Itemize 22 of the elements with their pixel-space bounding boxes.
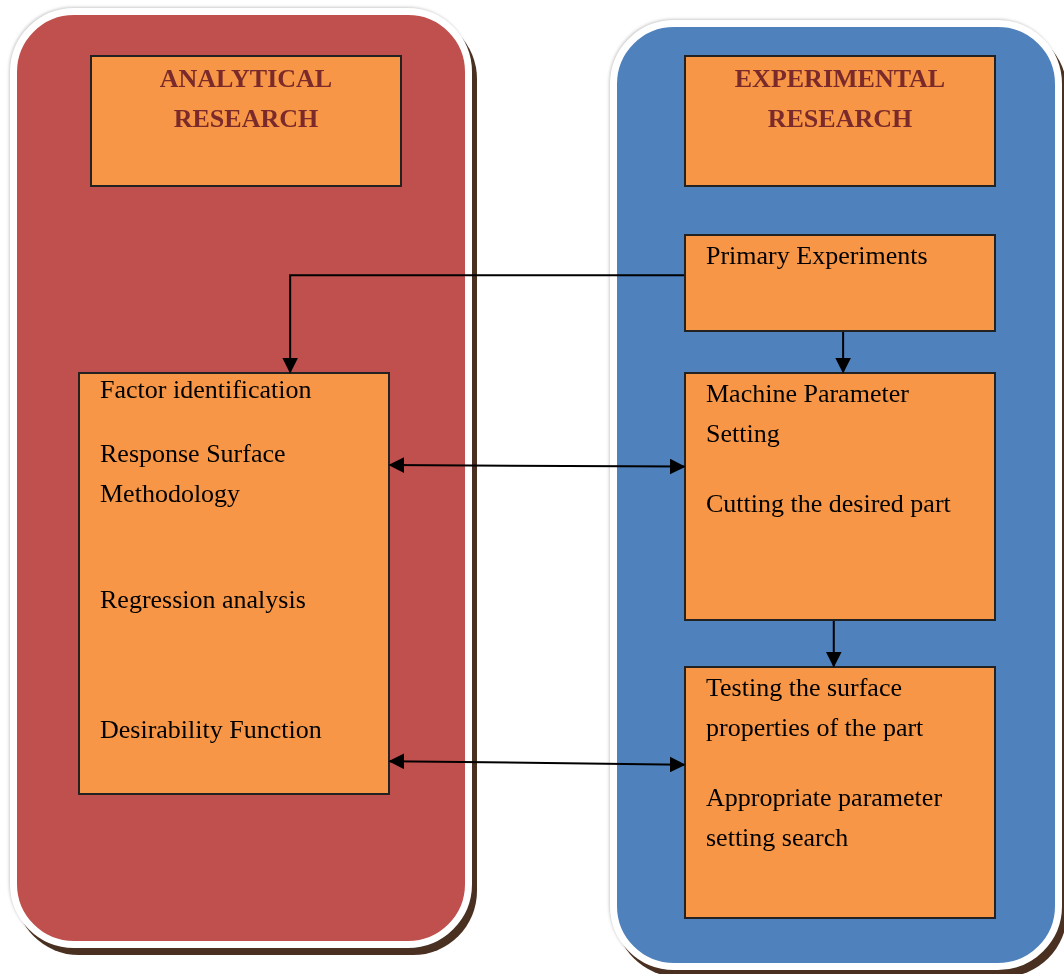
arrow (388, 753, 686, 773)
arrow (825, 620, 842, 668)
process-box (684, 234, 996, 332)
step-text: Machine Parameter Setting (706, 378, 910, 450)
step-text: Primary Experiments (706, 240, 929, 272)
step-text: Testing the surface properties of the part (706, 672, 925, 744)
step-text: Factor identification (100, 374, 313, 406)
arrow (835, 331, 852, 374)
process-box (90, 55, 402, 187)
arrow (388, 457, 686, 475)
arrow (282, 274, 685, 374)
heading-text: EXPERIMENTAL RESEARCH (733, 63, 947, 135)
step-text: Regression analysis (100, 584, 307, 616)
process-box (684, 372, 996, 621)
step-text: Response Surface Methodology (100, 438, 287, 510)
process-box (684, 55, 996, 187)
step-text: Appropriate parameter setting search (706, 782, 944, 854)
process-box (684, 666, 996, 919)
process-box (78, 372, 390, 795)
heading-text: ANALYTICAL RESEARCH (158, 63, 334, 135)
step-text: Cutting the desired part (706, 488, 952, 520)
step-text: Desirability Function (100, 714, 323, 746)
